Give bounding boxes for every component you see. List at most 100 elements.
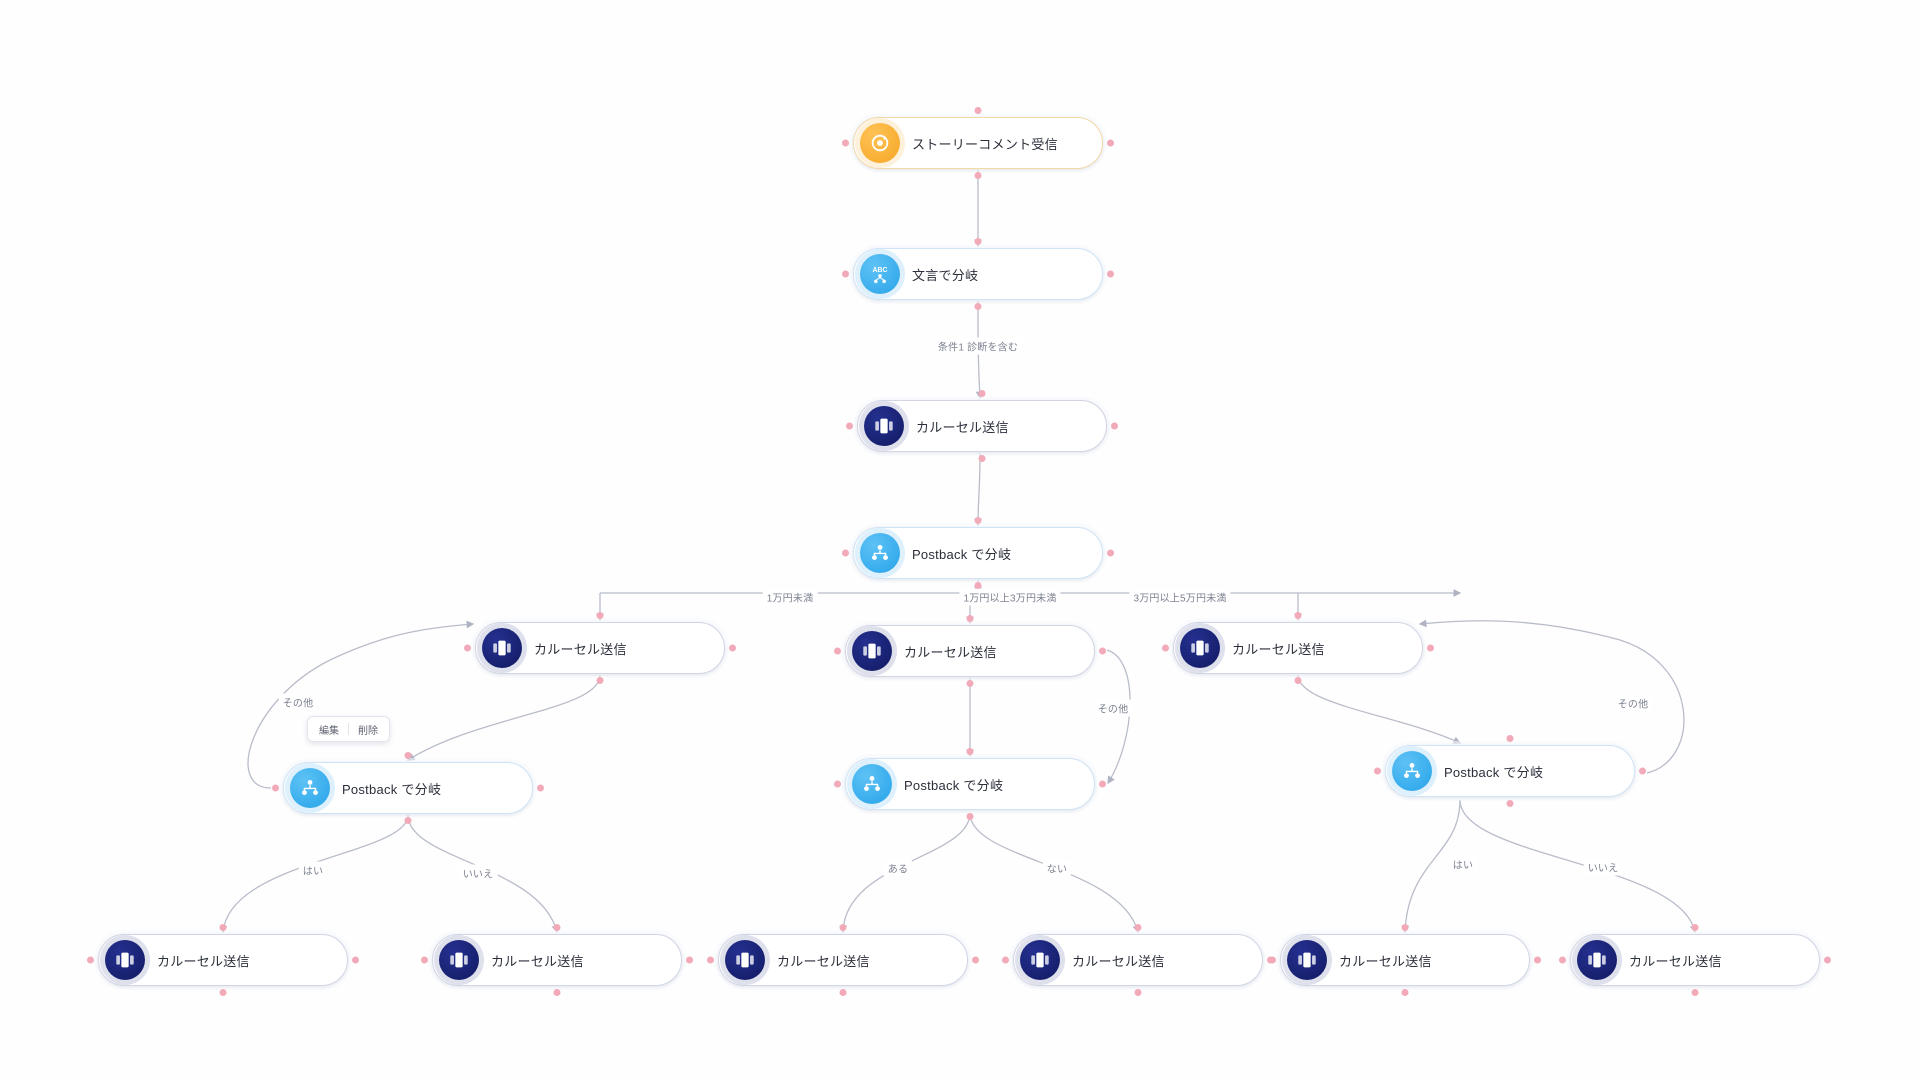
handle-left[interactable] (464, 644, 471, 652)
handle-bottom[interactable] (974, 303, 982, 310)
node-postback-branch-2[interactable]: Postback で分岐 (272, 752, 544, 824)
handle-top[interactable] (553, 924, 561, 931)
handle-top[interactable] (974, 238, 982, 245)
delete-button[interactable]: 削除 (349, 718, 387, 740)
handle-bottom[interactable] (1294, 677, 1302, 684)
handle-top[interactable] (1134, 924, 1142, 931)
handle-top[interactable] (966, 748, 974, 755)
postback-branch-icon (852, 764, 892, 804)
node-carousel-send-8[interactable]: カルーセル送信 (1002, 924, 1274, 996)
handle-right[interactable] (1824, 956, 1831, 964)
handle-right[interactable] (729, 644, 736, 652)
handle-bottom[interactable] (974, 172, 982, 179)
handle-top[interactable] (974, 517, 982, 524)
handle-left[interactable] (842, 139, 849, 147)
handle-bottom[interactable] (1134, 989, 1142, 996)
postback-branch-icon (1392, 751, 1432, 791)
node-label: カルーセル送信 (904, 644, 997, 660)
handle-top[interactable] (978, 390, 986, 397)
carousel-send-icon (1287, 940, 1327, 980)
node-postback-branch-3[interactable]: Postback で分岐 (834, 748, 1106, 820)
handle-left[interactable] (87, 956, 94, 964)
handle-top[interactable] (839, 924, 847, 931)
edge-label-has-middle: ある (883, 859, 913, 877)
handle-top[interactable] (1294, 612, 1302, 619)
handle-left[interactable] (842, 549, 849, 557)
handle-right[interactable] (1639, 767, 1646, 775)
handle-right[interactable] (352, 956, 359, 964)
handle-right[interactable] (1107, 139, 1114, 147)
handle-left[interactable] (834, 647, 841, 655)
node-label: カルーセル送信 (777, 953, 870, 969)
handle-left[interactable] (1002, 956, 1009, 964)
handle-bottom[interactable] (978, 455, 986, 462)
handle-left[interactable] (1269, 956, 1276, 964)
node-label: Postback で分岐 (1444, 764, 1544, 780)
handle-top[interactable] (596, 612, 604, 619)
handle-top[interactable] (974, 107, 982, 114)
handle-bottom[interactable] (404, 817, 412, 824)
node-carousel-send-2[interactable]: カルーセル送信 (464, 612, 736, 684)
carousel-send-icon (1180, 628, 1220, 668)
handle-left[interactable] (842, 270, 849, 278)
handle-top[interactable] (1506, 735, 1514, 742)
handle-left[interactable] (1162, 644, 1169, 652)
handle-left[interactable] (1374, 767, 1381, 775)
node-postback-branch-4[interactable]: Postback で分岐 (1374, 735, 1646, 807)
postback-branch-icon (290, 768, 330, 808)
node-story-comment-trigger[interactable]: ストーリーコメント受信 (842, 107, 1114, 179)
handle-bottom[interactable] (966, 813, 974, 820)
handle-top[interactable] (219, 924, 227, 931)
handle-top[interactable] (966, 615, 974, 622)
handle-right[interactable] (1111, 422, 1118, 430)
handle-left[interactable] (846, 422, 853, 430)
handle-bottom[interactable] (1691, 989, 1699, 996)
node-carousel-send-6[interactable]: カルーセル送信 (421, 924, 693, 996)
handle-right[interactable] (1534, 956, 1541, 964)
edit-button[interactable]: 編集 (310, 718, 348, 740)
node-hover-toolbar[interactable]: 編集 削除 (307, 716, 390, 742)
node-label: Postback で分岐 (904, 777, 1004, 793)
carousel-send-icon (1577, 940, 1617, 980)
node-label: カルーセル送信 (1339, 953, 1432, 969)
handle-bottom[interactable] (553, 989, 561, 996)
handle-left[interactable] (834, 780, 841, 788)
edge-label-yes-left: はい (298, 861, 328, 879)
carousel-send-icon (439, 940, 479, 980)
handle-right[interactable] (1107, 270, 1114, 278)
handle-bottom[interactable] (966, 680, 974, 687)
handle-top[interactable] (1401, 924, 1409, 931)
handle-bottom[interactable] (1506, 800, 1514, 807)
node-text-branch[interactable]: ABC 文言で分岐 (842, 238, 1114, 310)
node-carousel-send-4[interactable]: カルーセル送信 (1162, 612, 1434, 684)
handle-left[interactable] (1559, 956, 1566, 964)
handle-right[interactable] (1099, 780, 1106, 788)
handle-bottom[interactable] (596, 677, 604, 684)
handle-left[interactable] (707, 956, 714, 964)
handle-left[interactable] (272, 784, 279, 792)
handle-bottom[interactable] (219, 989, 227, 996)
node-carousel-send-7[interactable]: カルーセル送信 (707, 924, 979, 996)
handle-left[interactable] (421, 956, 428, 964)
handle-bottom[interactable] (1401, 989, 1409, 996)
node-carousel-send-5[interactable]: カルーセル送信 (87, 924, 359, 996)
handle-right[interactable] (1107, 549, 1114, 557)
node-carousel-send-10[interactable]: カルーセル送信 (1559, 924, 1831, 996)
handle-right[interactable] (537, 784, 544, 792)
node-carousel-send-1[interactable]: カルーセル送信 (846, 390, 1118, 462)
node-carousel-send-3[interactable]: カルーセル送信 (834, 615, 1106, 687)
handle-bottom[interactable] (974, 582, 982, 589)
node-label: カルーセル送信 (534, 641, 627, 657)
node-postback-branch-1[interactable]: Postback で分岐 (842, 517, 1114, 589)
handle-bottom[interactable] (839, 989, 847, 996)
handle-right[interactable] (972, 956, 979, 964)
carousel-send-icon (482, 628, 522, 668)
handle-top[interactable] (404, 752, 412, 759)
node-carousel-send-9[interactable]: カルーセル送信 (1269, 924, 1541, 996)
handle-right[interactable] (686, 956, 693, 964)
handle-right[interactable] (1099, 647, 1106, 655)
node-label: Postback で分岐 (912, 546, 1012, 562)
handle-top[interactable] (1691, 924, 1699, 931)
handle-right[interactable] (1427, 644, 1434, 652)
